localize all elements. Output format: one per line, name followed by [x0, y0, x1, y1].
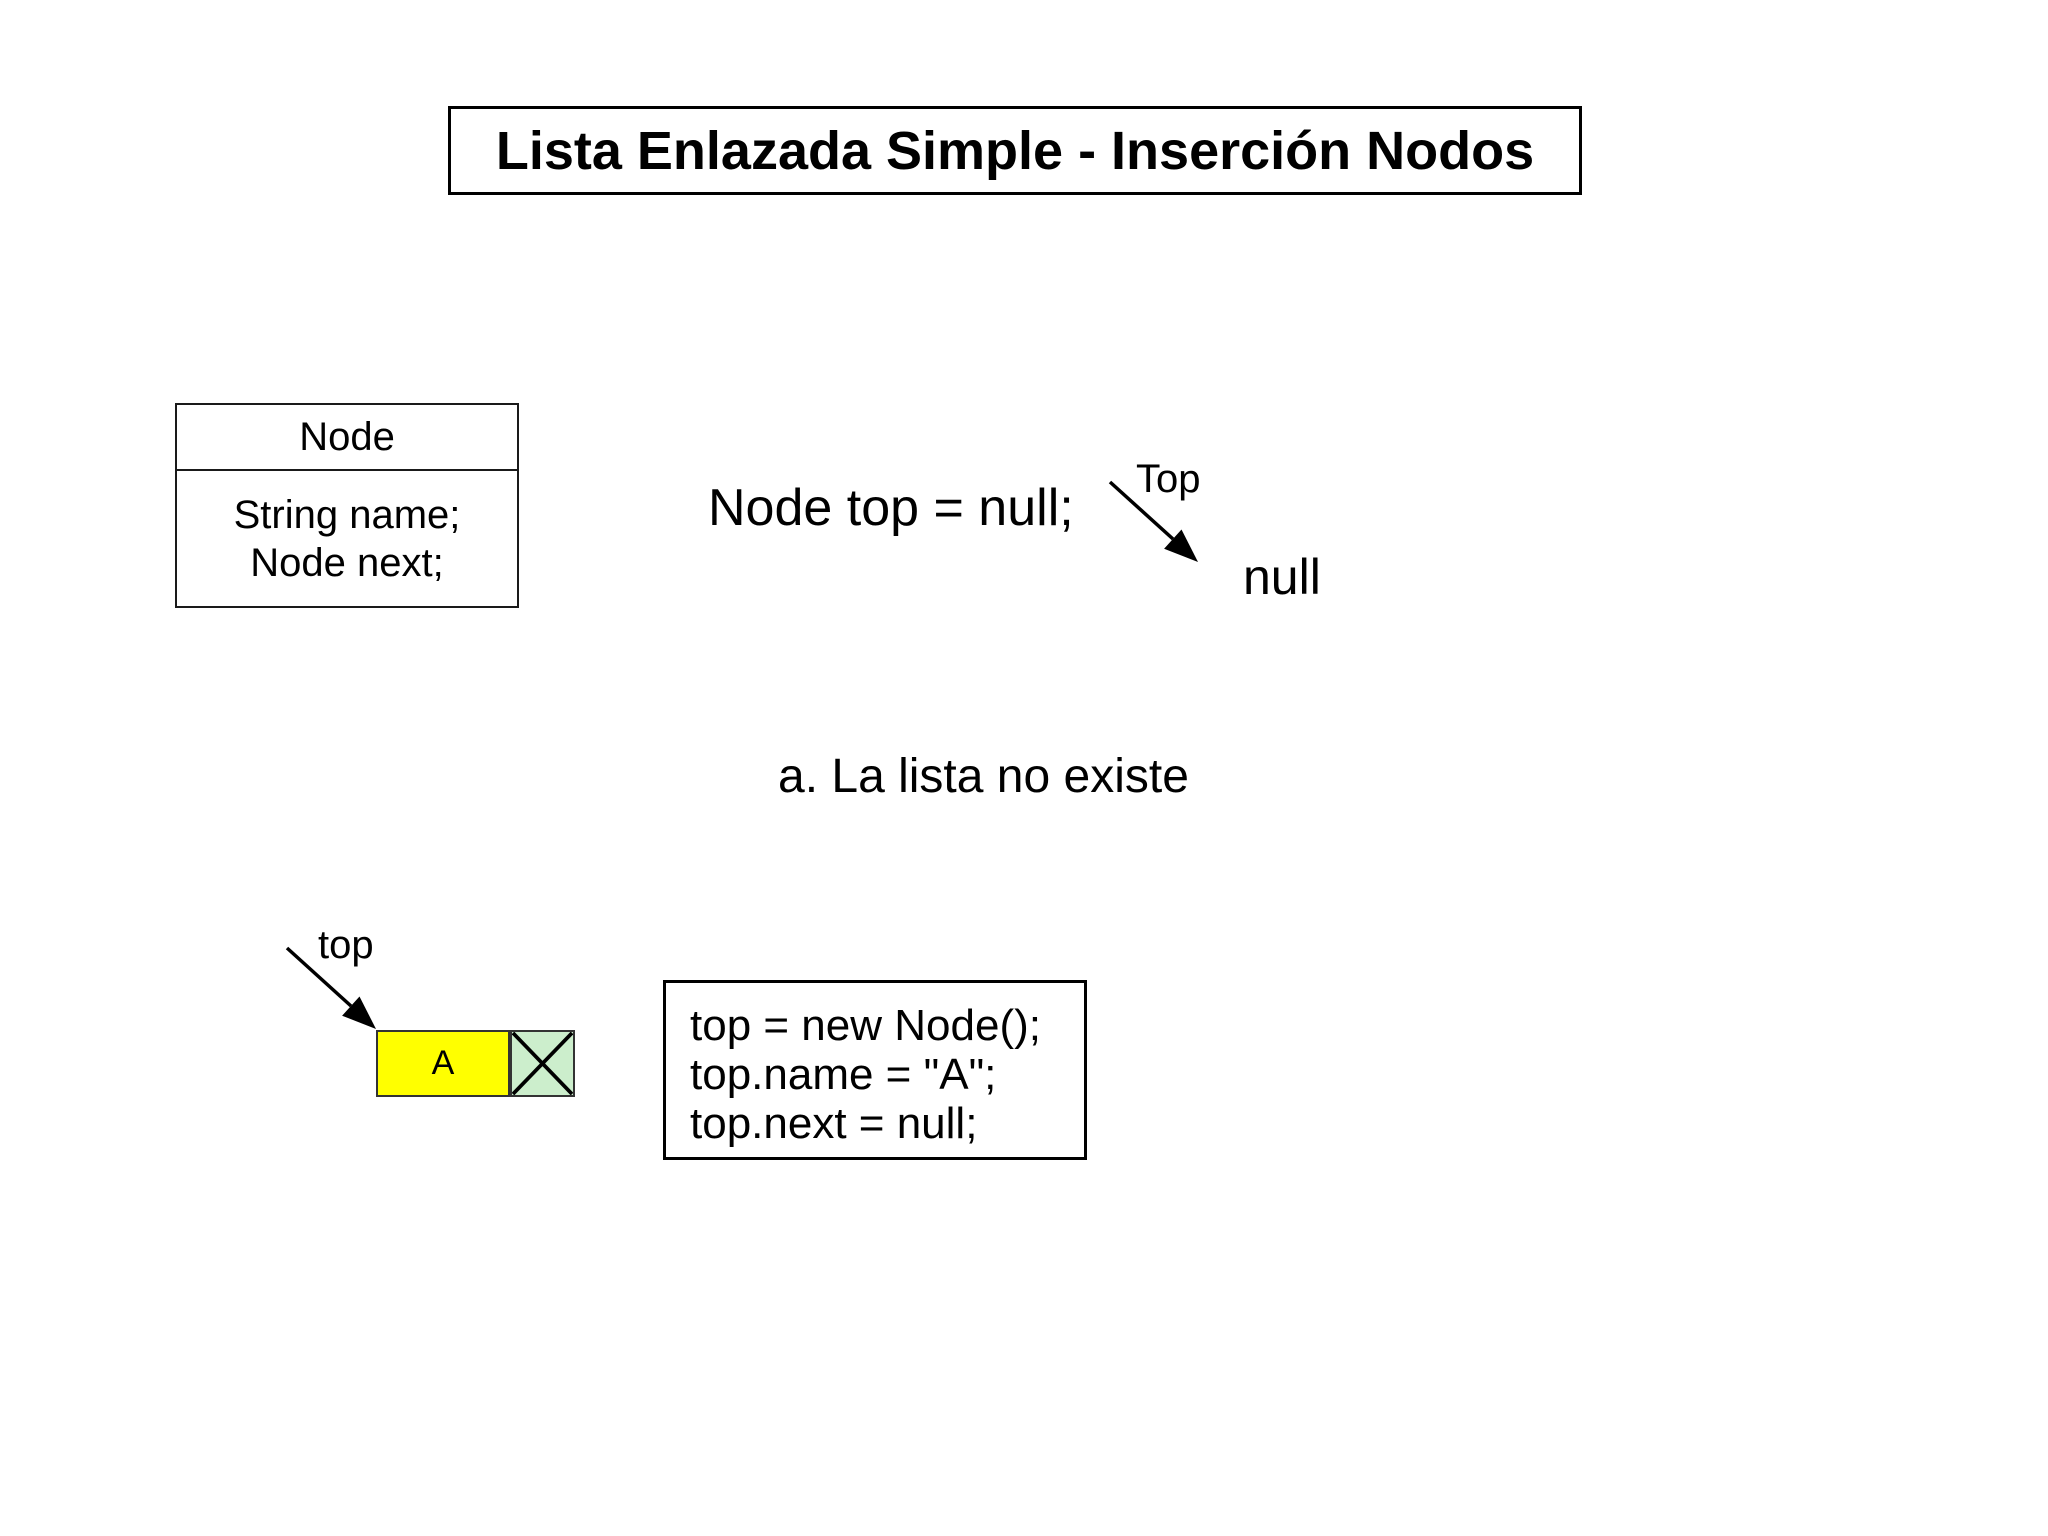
- node-class-name: Node: [299, 414, 395, 459]
- node-field-name: String name;: [233, 493, 461, 537]
- node-field-next: Node next;: [250, 541, 444, 585]
- node-class-box: Node String name; Node next;: [175, 403, 519, 608]
- top-pointer-label-lower: top: [318, 923, 374, 967]
- node-value-cell: A: [376, 1030, 510, 1097]
- step-caption: a. La lista no existe: [778, 750, 1189, 803]
- node-value: A: [431, 1044, 455, 1082]
- null-value-label: null: [1243, 549, 1321, 605]
- slide-title-box: Lista Enlazada Simple - Inserción Nodos: [448, 106, 1582, 195]
- node-class-header: Node: [177, 405, 517, 471]
- node-next-cell: [510, 1030, 575, 1097]
- null-x-cross-icon: [512, 1032, 573, 1095]
- node-class-fields: String name; Node next;: [177, 471, 517, 587]
- code-line-3: top.next = null;: [690, 1099, 978, 1148]
- slide-title: Lista Enlazada Simple - Inserción Nodos: [495, 120, 1535, 181]
- top-pointer-label: Top: [1136, 457, 1201, 501]
- code-line-1: top = new Node();: [690, 1001, 1041, 1050]
- code-line-2: top.name = "A";: [690, 1050, 997, 1099]
- code-box: top = new Node(); top.name = "A"; top.ne…: [663, 980, 1087, 1160]
- declaration-text: Node top = null;: [708, 479, 1074, 537]
